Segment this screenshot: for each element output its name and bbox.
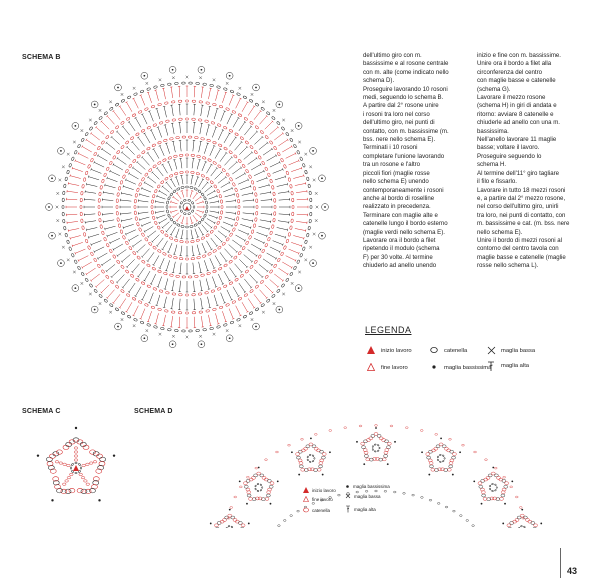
d-legend-slst-label: maglia bassissima <box>353 484 390 489</box>
page-number-rule <box>560 548 561 578</box>
schema-b-diagram <box>45 66 329 348</box>
legend-end-label: fine lavoro <box>381 365 408 371</box>
d-legend-dc-label: maglia alta <box>354 506 376 512</box>
legend-sc-label: maglia bassa <box>501 348 536 354</box>
d-legend-end: fine lavoro <box>303 496 333 502</box>
d-legend-chain: catenella <box>303 507 330 513</box>
d-legend-end-label: fine lavoro <box>312 496 333 502</box>
red-filled-triangle-icon <box>367 346 375 354</box>
schema-d-label: SCHEMA D <box>134 408 173 415</box>
legend-slst: maglia bassissima <box>430 363 491 373</box>
double-crochet-icon <box>488 361 494 371</box>
d-legend-slst: maglia bassissima <box>345 484 390 489</box>
d-legend-sc: maglia bassa <box>345 493 381 499</box>
cross-icon <box>345 493 351 499</box>
legend-start: inizio lavoro <box>367 346 412 356</box>
chain-oval-icon <box>430 347 438 353</box>
legend-dc: maglia alta <box>487 361 529 371</box>
legend-chain-label: catenella <box>444 348 468 354</box>
legend-slst-label: maglia bassissima <box>444 365 492 371</box>
chain-oval-icon <box>303 507 309 513</box>
double-crochet-icon <box>346 505 350 513</box>
red-outline-triangle-icon <box>303 496 309 502</box>
legend-chain: catenella <box>430 346 467 356</box>
legend-dc-label: maglia alta <box>501 363 530 369</box>
schema-d-diagram <box>209 424 543 528</box>
red-outline-triangle-icon <box>367 363 376 371</box>
cross-icon <box>487 346 496 355</box>
legend-sc: maglia bassa <box>487 346 535 356</box>
d-legend-start: inizio lavoro <box>303 487 336 493</box>
dot-icon <box>432 365 436 369</box>
page-number: 43 <box>566 566 577 576</box>
schema-c-diagram <box>36 426 116 502</box>
instructions-column-2: inizio e fine con m. bassissime. Unire o… <box>477 52 570 270</box>
d-legend-start-label: inizio lavoro <box>312 487 336 493</box>
d-legend-dc: maglia alta <box>345 505 376 513</box>
instructions-column-1: dell'ultimo giro con m. bassissime e al … <box>363 52 449 270</box>
legend-end: fine lavoro <box>367 363 408 373</box>
dot-icon <box>346 485 349 488</box>
d-legend-chain-label: catenella <box>312 507 331 513</box>
legend-start-label: inizio lavoro <box>381 348 412 354</box>
d-legend-sc-label: maglia bassa <box>354 493 381 499</box>
legend-title: LEGENDA <box>365 325 412 335</box>
schema-c-label: SCHEMA C <box>22 408 61 415</box>
schema-b-label: SCHEMA B <box>22 54 61 61</box>
red-filled-triangle-icon <box>303 487 309 493</box>
